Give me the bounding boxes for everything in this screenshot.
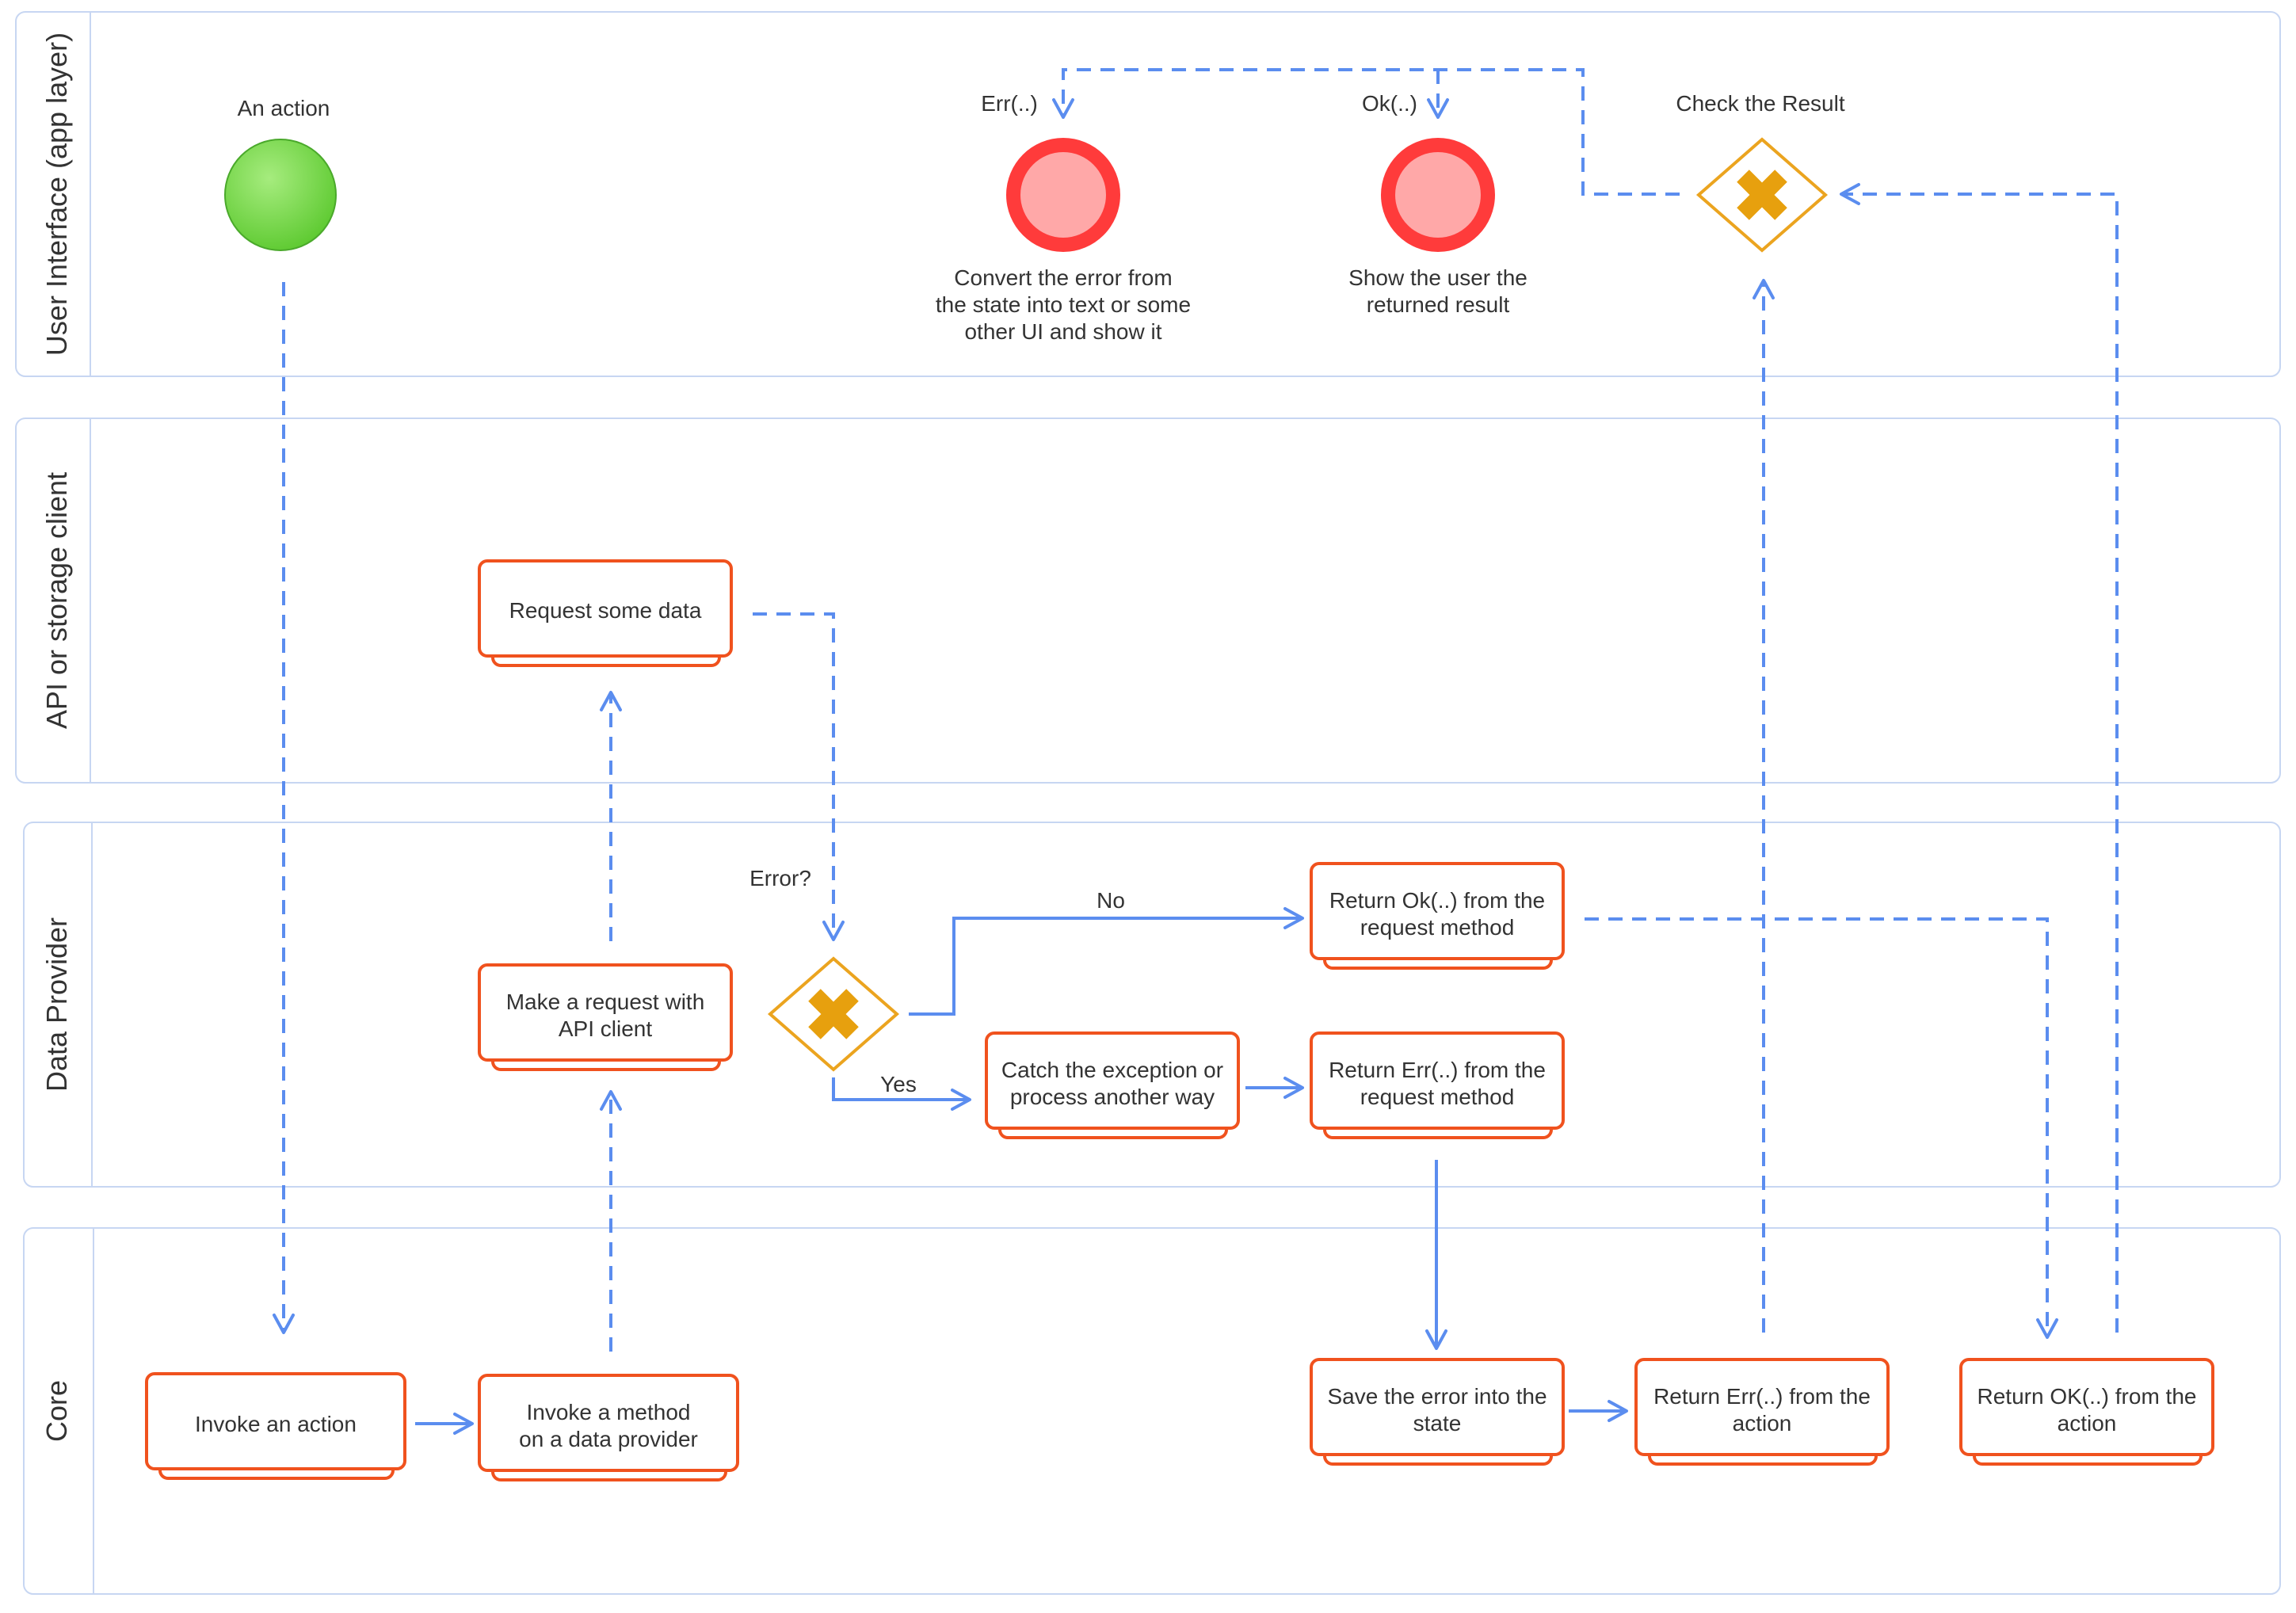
flow-label-no: No <box>1097 888 1125 913</box>
flow-save-error-to-return-err-action <box>1569 1400 1628 1422</box>
task-invoke-action-line-1: Invoke an action <box>195 1412 357 1436</box>
flow-start-to-invoke-action <box>273 282 295 1334</box>
task-return-ok-request-line-2: request method <box>1360 915 1515 940</box>
task-return-err-request-line-2: request method <box>1360 1085 1515 1109</box>
task-save-error: Save the error into the state <box>1310 1358 1565 1466</box>
task-invoke-method-line-2: on a data provider <box>519 1427 698 1451</box>
task-return-ok-request-line-1: Return Ok(..) from the <box>1329 888 1545 913</box>
lane-title-api: API or storage client <box>40 472 73 729</box>
task-save-error-line-1: Save the error into the <box>1327 1384 1547 1409</box>
task-request-data-line-1: Request some data <box>509 598 702 623</box>
end-err-line-1: Convert the error from <box>954 265 1172 290</box>
flow-label-yes: Yes <box>880 1072 917 1096</box>
lane-ui: User Interface (app layer) <box>15 11 2281 377</box>
lane-core: Core <box>23 1227 2281 1595</box>
lane-title-provider: Data Provider <box>40 917 73 1092</box>
flow-make-request-to-request-data <box>600 691 622 941</box>
start-event-circle <box>224 139 337 251</box>
flow-invoke-action-to-method <box>415 1413 474 1435</box>
task-catch-exception-line-2: process another way <box>1010 1085 1215 1109</box>
flow-gateway-no <box>909 907 1304 1016</box>
lane-provider: Data Provider <box>23 822 2281 1188</box>
gateway-error-label: Error? <box>749 866 811 890</box>
start-event: An action <box>224 96 337 251</box>
task-make-request: Make a request with API client <box>478 963 733 1071</box>
flow-catch-to-return-err <box>1245 1077 1304 1099</box>
end-ok-caption: Ok(..) <box>1362 91 1417 116</box>
flow-gateway-yes <box>832 1077 971 1111</box>
task-return-ok-request: Return Ok(..) from the request method <box>1310 862 1565 970</box>
flow-return-err-to-save-error <box>1425 1160 1447 1350</box>
flow-request-data-to-error-gateway <box>753 612 845 941</box>
flow-return-err-action-to-check <box>1753 279 1775 1333</box>
task-request-data: Request some data <box>478 559 733 667</box>
task-return-ok-action-line-1: Return OK(..) from the <box>1978 1384 2197 1409</box>
task-return-err-action-line-2: action <box>1733 1411 1792 1436</box>
flow-method-to-make-request <box>600 1090 622 1352</box>
task-make-request-line-1: Make a request with <box>506 990 705 1014</box>
task-return-err-action-line-1: Return Err(..) from the <box>1653 1384 1871 1409</box>
end-err-line-2: the state into text or some <box>936 292 1191 317</box>
task-catch-exception: Catch the exception or process another w… <box>985 1031 1240 1139</box>
flow-check-to-end-events <box>1052 68 1680 196</box>
end-err-line-3: other UI and show it <box>964 319 1161 344</box>
gateway-check-result: Check the Result <box>1676 91 1845 253</box>
lane-title-ui: User Interface (app layer) <box>40 32 73 356</box>
flow-return-ok-action-to-check <box>1840 183 2119 1333</box>
gateway-check-result-label: Check the Result <box>1676 91 1844 116</box>
task-save-error-line-2: state <box>1413 1411 1462 1436</box>
flow-return-ok-request-to-action <box>1585 917 2058 1339</box>
end-event-err: Err(..) Convert the error from the state… <box>936 91 1191 344</box>
task-invoke-method-line-1: Invoke a method <box>526 1400 690 1424</box>
lane-api: API or storage client <box>15 418 2281 784</box>
end-event-ok: Ok(..) Show the user the returned result <box>1348 91 1527 317</box>
task-catch-exception-line-1: Catch the exception or <box>1001 1058 1223 1082</box>
end-ok-line-2: returned result <box>1367 292 1510 317</box>
end-err-caption: Err(..) <box>981 91 1038 116</box>
end-ok-line-1: Show the user the <box>1348 265 1527 290</box>
task-invoke-method: Invoke a method on a data provider <box>478 1374 739 1481</box>
task-return-err-action: Return Err(..) from the action <box>1634 1358 1890 1466</box>
task-return-err-request: Return Err(..) from the request method <box>1310 1031 1565 1139</box>
task-invoke-action: Invoke an action <box>145 1372 406 1480</box>
task-return-err-request-line-1: Return Err(..) from the <box>1329 1058 1546 1082</box>
lane-title-core: Core <box>40 1380 73 1442</box>
gateway-error: Error? <box>749 866 900 1072</box>
task-return-ok-action-line-2: action <box>2058 1411 2117 1436</box>
task-return-ok-action: Return OK(..) from the action <box>1959 1358 2214 1466</box>
start-event-label: An action <box>238 96 330 120</box>
task-make-request-line-2: API client <box>559 1016 652 1041</box>
